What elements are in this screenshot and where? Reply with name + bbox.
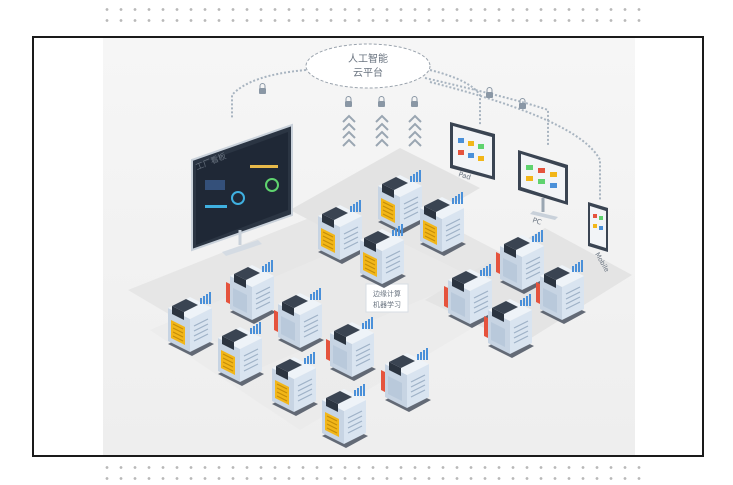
machine: [496, 230, 546, 294]
machine: [381, 348, 431, 412]
machine: [360, 224, 406, 288]
machine: [322, 384, 368, 448]
machine: [218, 322, 264, 386]
chevron-up-icon: [375, 114, 389, 147]
machine: [318, 200, 364, 264]
lock-icon: [519, 98, 526, 109]
center-label-line2: 机器学习: [373, 300, 401, 309]
pc-label: PC: [531, 216, 542, 226]
lock-icon: [378, 96, 385, 107]
lock-icon: [345, 96, 352, 107]
machine: [168, 292, 214, 356]
factory-dashboard-monitor: 工厂看板: [191, 123, 293, 256]
machine: [378, 170, 424, 234]
chevron-up-icon: [408, 114, 422, 147]
lock-icon: [259, 83, 266, 94]
connection-lines: [231, 69, 601, 200]
pad-label: Pad: [457, 170, 471, 182]
pad-device: Pad: [450, 122, 495, 182]
chevron-up-icon: [342, 114, 356, 147]
cloud-label-line1: 人工智能: [348, 52, 388, 65]
machine-group: [168, 170, 586, 448]
machine: [484, 294, 534, 358]
edge-computing-label: 边缘计算 机器学习: [365, 283, 409, 313]
lock-icons: [259, 83, 526, 109]
machine: [274, 288, 324, 352]
machine: [444, 264, 494, 328]
decorative-dots-bottom: [100, 462, 645, 484]
machine: [420, 192, 466, 256]
decorative-dots-top: [100, 4, 645, 26]
cloud-label-line2: 云平台: [353, 66, 383, 79]
machine: [272, 352, 318, 416]
lock-icon: [486, 87, 493, 98]
cloud-platform: 人工智能 云平台: [305, 43, 431, 89]
upload-arrows: [342, 114, 422, 147]
machine: [536, 260, 586, 324]
machine: [226, 260, 276, 324]
machine: [326, 317, 376, 381]
mobile-device: Mobile: [588, 202, 611, 273]
center-label-line1: 边缘计算: [373, 289, 401, 298]
lock-icon: [411, 96, 418, 107]
pc-device: PC: [518, 150, 568, 227]
